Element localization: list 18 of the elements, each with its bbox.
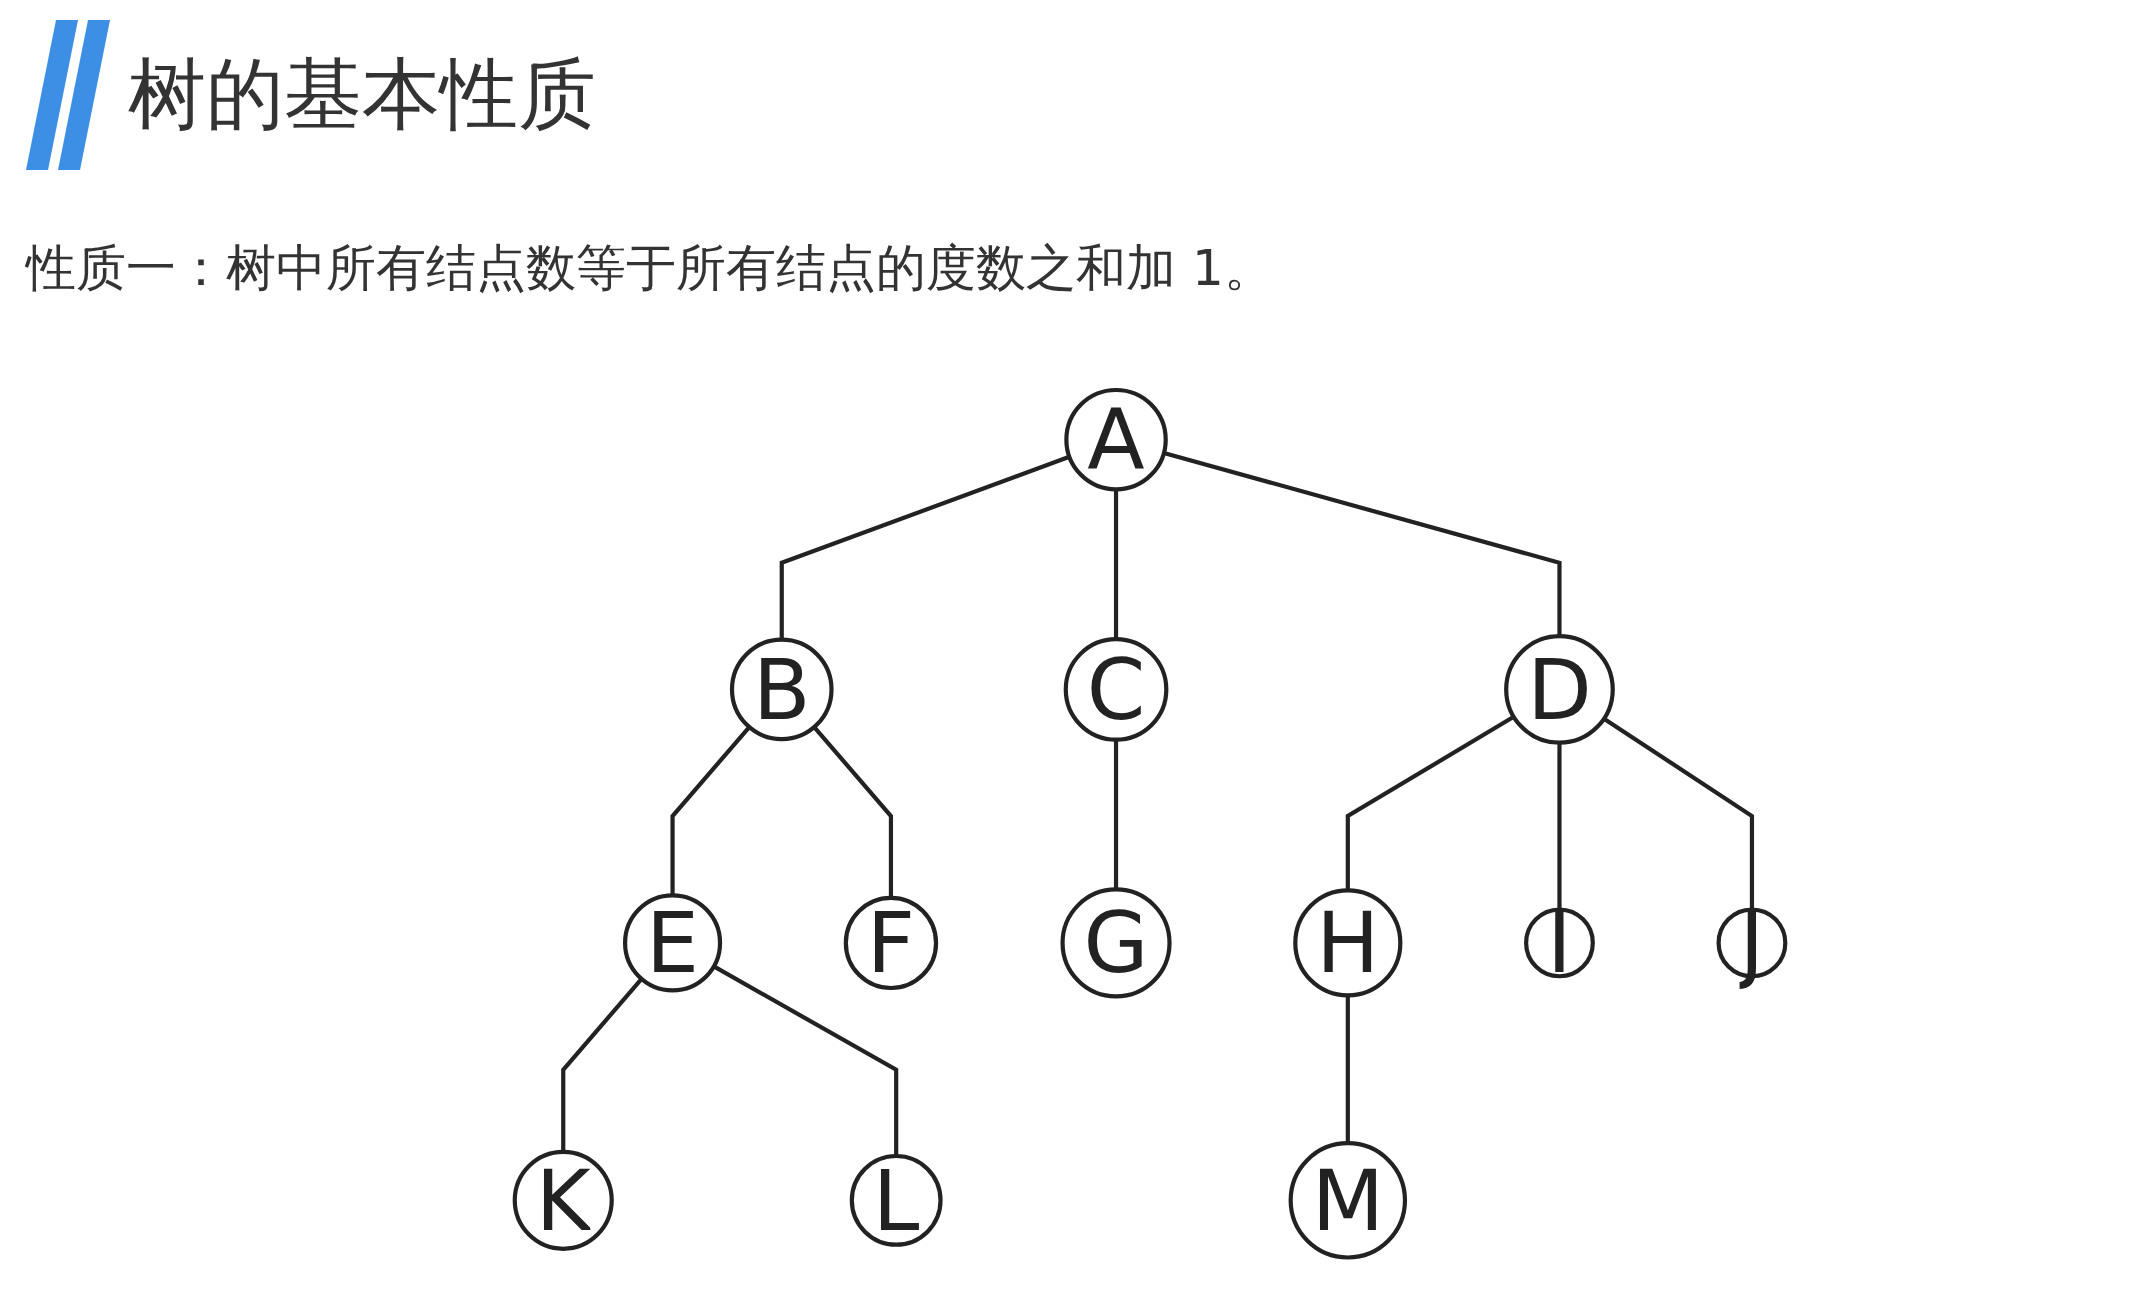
node-circle: A — [1064, 387, 1168, 492]
node-circle: D — [1504, 634, 1615, 745]
node-circle: C — [1063, 637, 1169, 742]
node-circle: K — [512, 1149, 614, 1251]
node-circle: F — [843, 895, 939, 991]
node-circle: B — [729, 637, 834, 742]
node-circle: E — [622, 893, 723, 993]
node-circle: G — [1060, 887, 1172, 999]
title: 树的基本性质 — [128, 47, 596, 141]
node-circle: M — [1288, 1141, 1408, 1260]
property-note: 性质一：树中所有结点数等于所有结点的度数之和加 1。 — [26, 238, 1274, 299]
node-circle: L — [849, 1153, 943, 1247]
node-label: J — [1739, 894, 1765, 992]
node-circle: I — [1524, 907, 1595, 979]
node-circle: H — [1293, 888, 1403, 998]
connector — [561, 977, 644, 1152]
connector — [812, 725, 893, 898]
connector — [712, 964, 899, 1156]
